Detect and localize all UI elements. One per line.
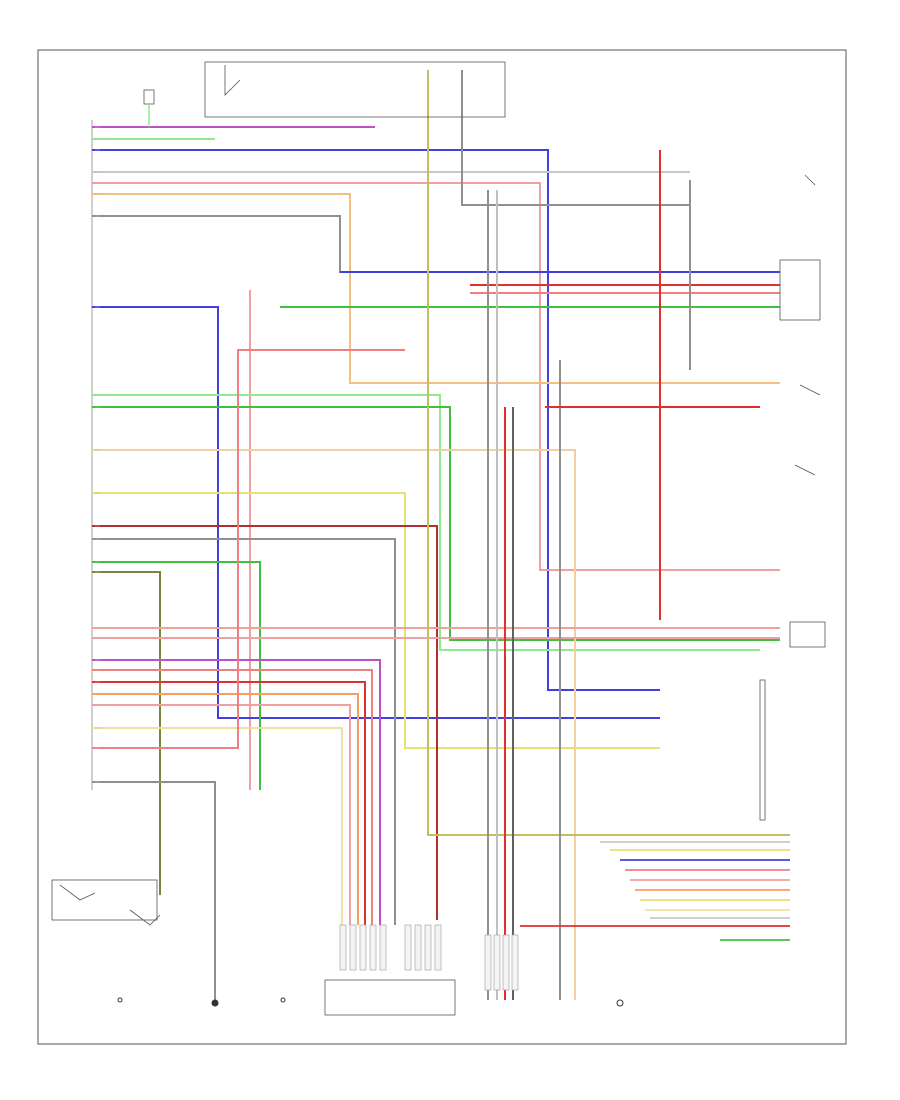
- wire-orange-1: [92, 193, 780, 384]
- solenoid-body-box: [324, 979, 456, 1016]
- wire-pink-7: [92, 349, 405, 749]
- park-neutral-switch-box: [204, 61, 506, 118]
- wire-red-4: [92, 681, 366, 925]
- wire-orange-2: [92, 693, 359, 925]
- wire-darkgreen: [92, 571, 161, 895]
- overdrive-switch-box: [759, 679, 766, 821]
- wire-blue-1: [92, 149, 660, 691]
- speed-sensor-box: [779, 259, 821, 321]
- bus-wires: [427, 70, 790, 1000]
- tcm-pin-ticks: [95, 126, 100, 783]
- wire-pink-5: [92, 669, 373, 925]
- right-connector-wires: [520, 841, 790, 941]
- data-link-pins: [484, 934, 519, 991]
- wire-pink-6: [92, 704, 351, 925]
- wire-yellow-2: [92, 492, 660, 749]
- tcm-lower-box: [51, 879, 158, 921]
- wire-green-4: [92, 406, 780, 641]
- wire-red-3: [92, 525, 438, 920]
- wire-grey-vertical: [461, 70, 690, 206]
- component-boxes: [51, 61, 826, 1016]
- wire-green-3: [92, 394, 760, 651]
- wire-pink-1: [92, 182, 780, 571]
- diagram-frame: [37, 49, 847, 1045]
- wire-yellow-vertical: [427, 70, 790, 836]
- wire-violet-2: [92, 659, 381, 925]
- throttle-sensor-box: [789, 621, 826, 648]
- wire-yellow-1: [92, 449, 576, 1000]
- wire-grey-4: [92, 781, 216, 1000]
- switch-symbols: [59, 65, 821, 926]
- wire-green-5: [92, 561, 261, 790]
- solenoid-body-pins: [339, 924, 442, 971]
- tcm-wires: [92, 126, 780, 1000]
- wire-grey-2: [92, 215, 780, 273]
- wire-yellow-3: [92, 727, 343, 925]
- wire-blue-3: [92, 306, 660, 719]
- wire-grey-3: [92, 538, 396, 925]
- ground-symbols: [117, 997, 624, 1007]
- top-fuse: [143, 89, 155, 127]
